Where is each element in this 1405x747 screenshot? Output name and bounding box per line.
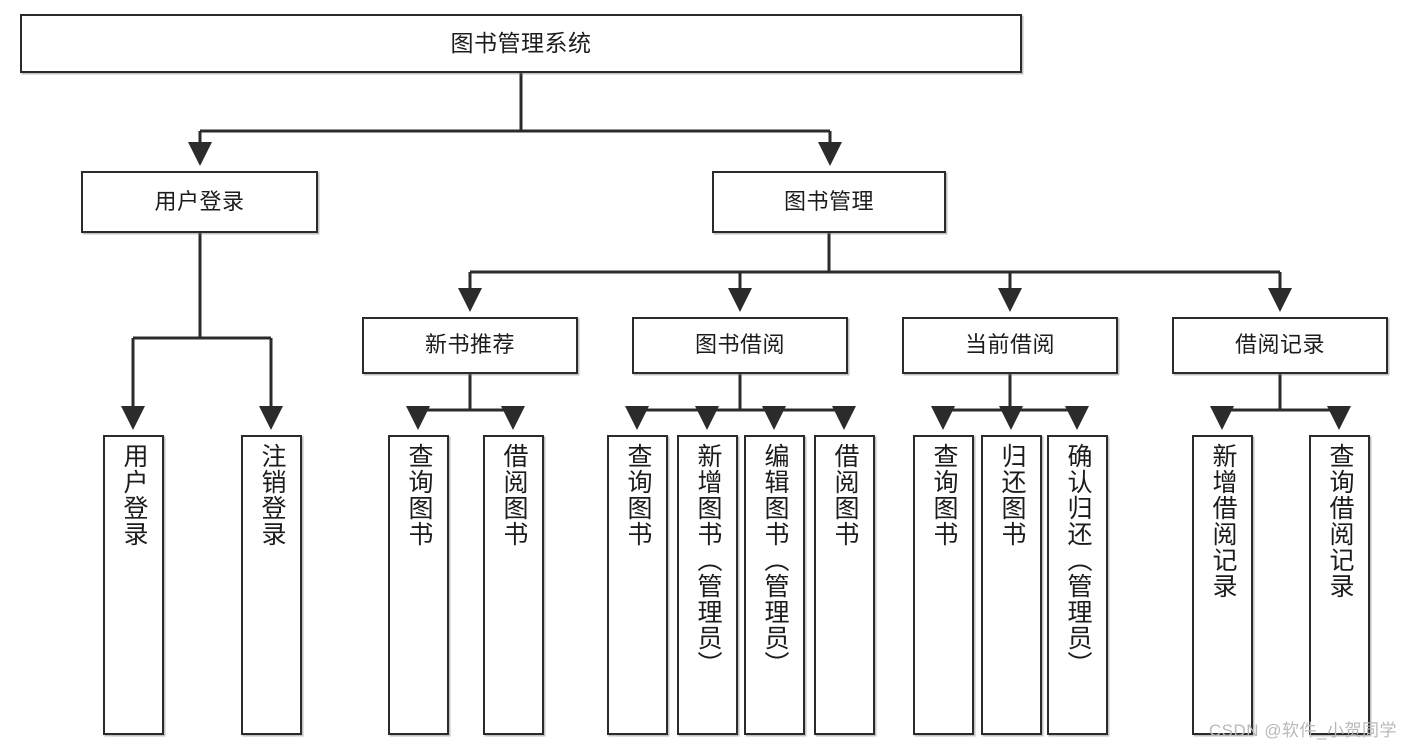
- leaf-borrow-book-2-label: 借阅图书: [831, 443, 859, 547]
- node-root-label: 图书管理系统: [450, 29, 592, 56]
- leaf-return-book[interactable]: 归还图书: [981, 435, 1042, 735]
- node-book-borrow-label: 图书借阅: [694, 332, 785, 358]
- leaf-logout-label: 注销登录: [258, 443, 286, 547]
- leaf-query-record[interactable]: 查询借阅记录: [1309, 435, 1370, 735]
- node-book-manage[interactable]: 图书管理: [712, 171, 946, 233]
- leaf-query-book-3[interactable]: 查询图书: [913, 435, 974, 735]
- leaf-user-login[interactable]: 用户登录: [103, 435, 164, 735]
- leaf-add-record-label: 新增借阅记录: [1209, 443, 1237, 599]
- leaf-add-book-label: 新增图书（管理员）: [694, 443, 722, 677]
- leaf-return-book-label: 归还图书: [998, 443, 1026, 547]
- node-borrow-record[interactable]: 借阅记录: [1172, 317, 1388, 374]
- leaf-borrow-book-1-label: 借阅图书: [500, 443, 528, 547]
- leaf-logout[interactable]: 注销登录: [241, 435, 302, 735]
- leaf-edit-book[interactable]: 编辑图书（管理员）: [744, 435, 805, 735]
- leaf-add-book[interactable]: 新增图书（管理员）: [677, 435, 738, 735]
- node-root[interactable]: 图书管理系统: [20, 14, 1022, 73]
- leaf-confirm-return-label: 确认归还（管理员）: [1064, 443, 1092, 677]
- node-book-manage-label: 图书管理: [783, 188, 874, 214]
- leaf-borrow-book-2[interactable]: 借阅图书: [814, 435, 875, 735]
- leaf-user-login-label: 用户登录: [120, 443, 148, 547]
- node-new-book-rec-label: 新书推荐: [424, 332, 515, 358]
- node-user-login-label: 用户登录: [154, 188, 245, 214]
- leaf-borrow-book-1[interactable]: 借阅图书: [483, 435, 544, 735]
- leaf-query-record-label: 查询借阅记录: [1326, 443, 1354, 599]
- node-new-book-rec[interactable]: 新书推荐: [362, 317, 578, 374]
- leaf-add-record[interactable]: 新增借阅记录: [1192, 435, 1253, 735]
- watermark: CSDN @软件_小贺同学: [1208, 721, 1397, 740]
- leaf-query-book-2[interactable]: 查询图书: [607, 435, 668, 735]
- leaf-confirm-return[interactable]: 确认归还（管理员）: [1047, 435, 1108, 735]
- leaf-edit-book-label: 编辑图书（管理员）: [761, 443, 789, 677]
- node-current-borrow-label: 当前借阅: [964, 332, 1055, 358]
- node-book-borrow[interactable]: 图书借阅: [632, 317, 848, 374]
- leaf-query-book-1-label: 查询图书: [405, 443, 433, 547]
- leaf-query-book-2-label: 查询图书: [624, 443, 652, 547]
- node-user-login[interactable]: 用户登录: [81, 171, 318, 233]
- node-current-borrow[interactable]: 当前借阅: [902, 317, 1118, 374]
- leaf-query-book-3-label: 查询图书: [930, 443, 958, 547]
- node-borrow-record-label: 借阅记录: [1234, 332, 1325, 358]
- leaf-query-book-1[interactable]: 查询图书: [388, 435, 449, 735]
